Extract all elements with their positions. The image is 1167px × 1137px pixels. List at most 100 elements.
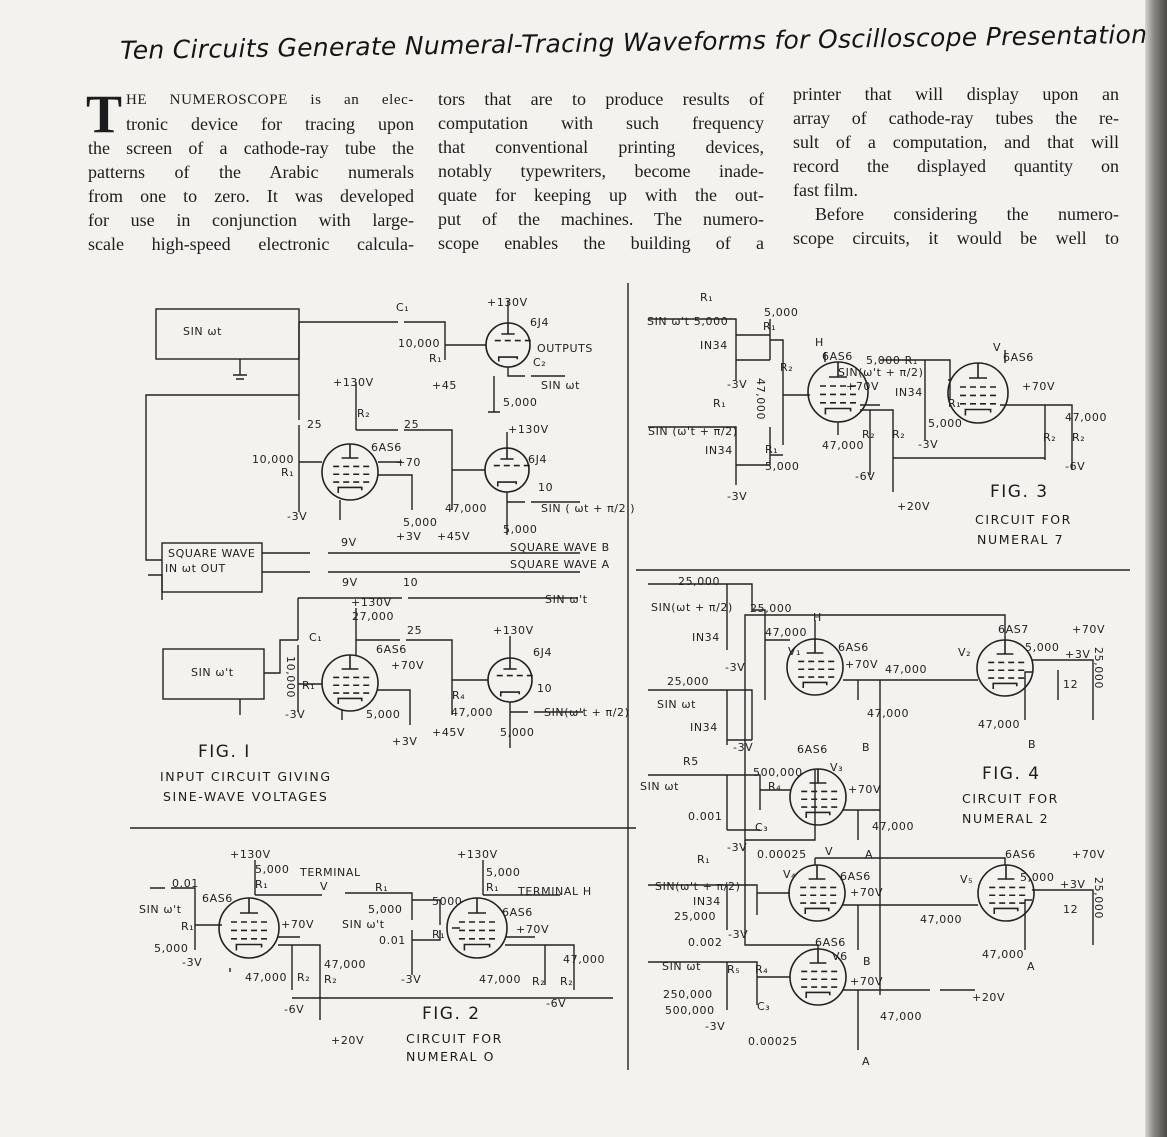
fig2-component-label: 5,000: [154, 942, 189, 955]
fig2-component-label: 6AS6: [502, 906, 533, 919]
fig2-caption: CIRCUIT FOR: [406, 1031, 503, 1046]
fig1-component-label: +130V: [351, 596, 392, 609]
fig4-component-label: SIN(ωt + π/2): [651, 601, 733, 614]
fig2-number: FIG. 2: [422, 1004, 481, 1024]
fig2-caption: NUMERAL O: [406, 1049, 496, 1064]
fig1-component-label: SIN ω't: [191, 666, 234, 679]
fig3-component-label: 47,000: [822, 439, 865, 452]
fig4-component-label: 25,000: [750, 602, 793, 615]
fig1-component-label: C₁: [396, 301, 410, 314]
text-line: quate for keeping up with the out-: [438, 185, 764, 205]
vacuum-tubes: [218, 322, 1035, 1006]
fig1-component-label: 47,000: [451, 706, 494, 719]
fig2-component-label: -3V: [401, 973, 422, 986]
fig1-component-label: 6J4: [533, 646, 553, 659]
fig2-component-label: TERMINAL: [300, 866, 361, 879]
text-line: tronic device for tracing upon: [126, 114, 414, 134]
fig4-component-label: 25,000: [678, 575, 721, 588]
fig2-component-label: R₁: [486, 881, 500, 894]
fig4-component-label: 500,000: [665, 1004, 715, 1017]
vacuum-tube-symbol: [484, 447, 530, 493]
fig2-component-label: +70V: [281, 918, 315, 931]
fig2-component-label: 6AS6: [202, 892, 233, 905]
fig1-component-label: SIN ( ωt + π/2 ): [541, 502, 636, 515]
fig4-component-label: 6AS7: [998, 623, 1029, 636]
fig1-component-label: 10: [403, 576, 419, 589]
fig4-component-label: 6AS6: [840, 870, 871, 883]
drop-cap: T: [86, 84, 123, 144]
fig1-component-label: 6J4: [528, 453, 548, 466]
fig1-component-label: 10,000: [398, 337, 441, 350]
fig3-component-label: SIN(ω't + π/2): [838, 366, 924, 379]
sine-generator-box-2: [162, 648, 265, 700]
fig4-component-label: B: [863, 955, 872, 968]
fig1-component-label: 9V: [342, 576, 358, 589]
fig3-component-label: 47,000: [1065, 411, 1108, 424]
fig2-component-label: 0.01: [172, 877, 199, 890]
fig4-component-label: 47,000: [885, 663, 928, 676]
text-line: scope circuits, it would be well to: [793, 228, 1119, 248]
fig3-component-label: R₂: [780, 361, 794, 374]
text-line: sult of a computation, and that will: [793, 132, 1119, 152]
fig2-component-label: R₁: [181, 920, 195, 933]
vacuum-tube-symbol: [789, 948, 847, 1006]
fig4-component-label: 0.00025: [748, 1035, 798, 1048]
fig2-component-label: 5000: [432, 895, 463, 908]
text-line: HE NUMEROSCOPE is an elec-: [126, 92, 414, 108]
fig4-component-label: 6AS6: [815, 936, 846, 949]
fig4-component-label: A: [865, 848, 874, 861]
fig4-component-label: 0.00025: [757, 848, 807, 861]
fig2-component-label: TERMINAL H: [518, 885, 592, 898]
fig4-component-label: +70V: [1072, 848, 1106, 861]
fig3-component-label: -6V: [855, 470, 876, 483]
fig1-component-label: +45V: [437, 530, 471, 543]
fig4-component-label: +70V: [1072, 623, 1106, 636]
fig1-component-label: R₂: [357, 407, 371, 420]
text-column-2: tors that are to produce results of comp…: [438, 87, 764, 255]
fig4-component-label: R₁: [697, 853, 711, 866]
fig4-component-label: SIN ωt: [662, 960, 702, 973]
fig3-component-label: H: [815, 336, 824, 349]
fig4-component-label: SIN(ω't + π/2): [655, 880, 741, 893]
fig4-component-label: 500,000: [753, 766, 803, 779]
fig1-component-label: 25: [407, 624, 423, 637]
fig2-component-label: R₁: [432, 928, 446, 941]
fig1-component-label: R₁: [281, 466, 295, 479]
text-column-3: printer that will display upon an array …: [793, 82, 1119, 250]
fig1-component-label: +130V: [487, 296, 528, 309]
fig1-component-label: 5,000: [366, 708, 401, 721]
fig1-component-label: +3V: [396, 530, 422, 543]
fig4-component-label: A: [862, 1055, 871, 1068]
fig3-component-label: IN34: [700, 339, 728, 352]
fig1-component-label: +3V: [392, 735, 418, 748]
fig3-component-label: R₁: [700, 291, 714, 304]
fig2-component-label: R₂: [560, 975, 574, 988]
fig3-component-label: IN34: [705, 444, 733, 457]
fig1-component-label: 6AS6: [376, 643, 407, 656]
fig4-component-label: R5: [683, 755, 699, 768]
fig1-component-label: R₄: [452, 689, 466, 702]
fig2-component-label: -3V: [182, 956, 203, 969]
fig4-component-label: +3V: [1060, 878, 1086, 891]
fig4-component-label: 6AS6: [838, 641, 869, 654]
fig4-component-label: V6: [832, 950, 848, 963]
fig4-component-label: 47,000: [982, 948, 1025, 961]
fig2-component-label: 5,000: [368, 903, 403, 916]
fig4-number: FIG. 4: [982, 764, 1041, 784]
fig4-component-label: 6AS6: [797, 743, 828, 756]
fig3-component-label: R₂: [862, 428, 876, 441]
text-line: printer that will display upon an: [793, 84, 1119, 104]
fig4-component-label: -3V: [727, 841, 748, 854]
fig4-component-label: A: [1027, 960, 1036, 973]
fig2-component-label: 47,000: [245, 971, 288, 984]
fig4-component-label: V₂: [958, 646, 972, 659]
fig3-component-label: -3V: [727, 378, 748, 391]
fig4-component-label: SIN ωt: [640, 780, 680, 793]
vacuum-tube-symbol: [485, 322, 531, 368]
fig1-component-label: 47,000: [445, 502, 488, 515]
fig4-component-label: 25,000: [674, 910, 717, 923]
fig1-component-label: 25: [307, 418, 323, 431]
fig4-component-label: -3V: [733, 741, 754, 754]
